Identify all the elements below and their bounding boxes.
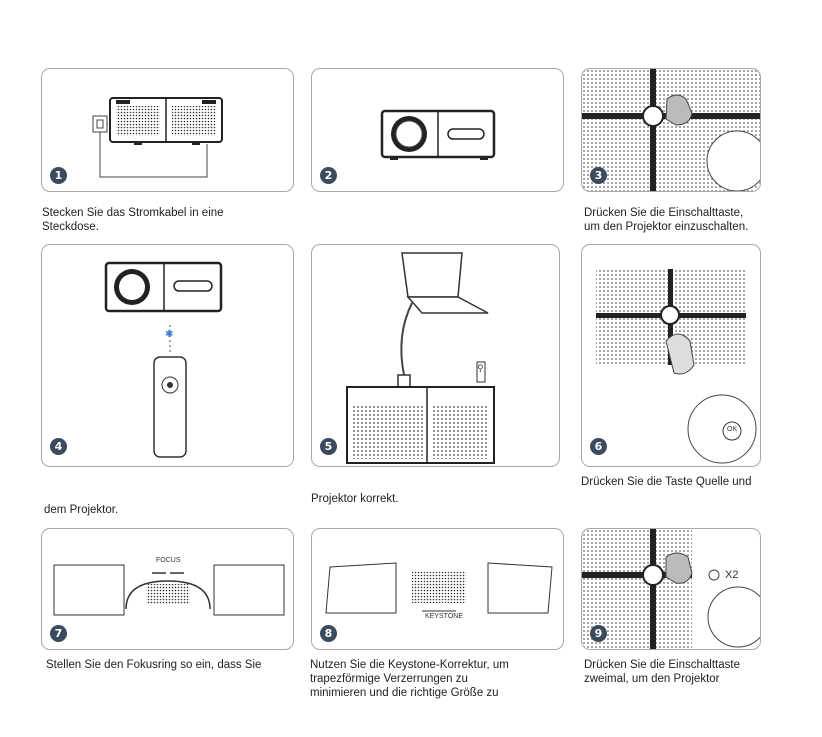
step-panel-5: ⚲ 5 — [311, 244, 560, 467]
step-caption: dem Projektor. — [44, 504, 119, 516]
focus-label: FOCUS — [156, 557, 181, 564]
step-number: 4 — [50, 438, 67, 455]
step-caption: Stellen Sie den Fokusring so ein, dass S… — [46, 659, 262, 671]
x2-label: X2 — [725, 569, 739, 581]
power-outlet-icon — [92, 115, 108, 133]
step-caption: Drücken Sie die Taste Quelle und — [581, 476, 752, 488]
remote-pairing-illustration — [104, 261, 223, 458]
step-caption: Projektor korrekt. — [311, 493, 399, 505]
step-number: 2 — [320, 167, 337, 184]
step-number: 5 — [320, 438, 337, 455]
keystone-label: KEYSTONE — [425, 613, 463, 620]
step-number: 6 — [590, 438, 607, 455]
power-button-illustration — [582, 69, 760, 191]
step-number: 8 — [320, 625, 337, 642]
step-panel-1: 1 — [41, 68, 294, 192]
source-button-illustration — [596, 269, 757, 464]
projector-power-illustration — [99, 97, 223, 178]
step-panel-6: OK 6 — [581, 244, 761, 467]
keystone-illustration — [325, 562, 553, 614]
laptop-hdmi-illustration — [346, 252, 495, 464]
step-caption: Drücken Sie die Einschalttaste, um den P… — [584, 207, 749, 233]
step-panel-9: X2 9 — [581, 528, 761, 650]
step-number: 3 — [590, 167, 607, 184]
step-caption: Nutzen Sie die Keystone-Korrektur, um tr… — [310, 659, 509, 699]
step-caption: Stecken Sie das Stromkabel in eine Steck… — [42, 207, 224, 233]
step-panel-2: 2 — [311, 68, 564, 192]
step-caption: Drücken Sie die Einschalttaste zweimal, … — [584, 659, 740, 685]
bluetooth-icon: ✱ — [165, 329, 174, 340]
step-panel-8: KEYSTONE 8 — [311, 528, 564, 650]
step-panel-3: 3 — [581, 68, 761, 192]
ok-label: OK — [727, 426, 738, 433]
power-twice-illustration — [582, 529, 760, 649]
step-number: 1 — [50, 167, 67, 184]
step-panel-4: ✱ 4 — [41, 244, 294, 467]
step-panel-7: FOCUS 7 — [41, 528, 294, 650]
step-number: 7 — [50, 625, 67, 642]
projector-front-illustration — [380, 109, 496, 160]
usb-icon: ⚲ — [477, 363, 484, 373]
step-number: 9 — [590, 625, 607, 642]
focus-adjust-illustration — [53, 564, 285, 616]
